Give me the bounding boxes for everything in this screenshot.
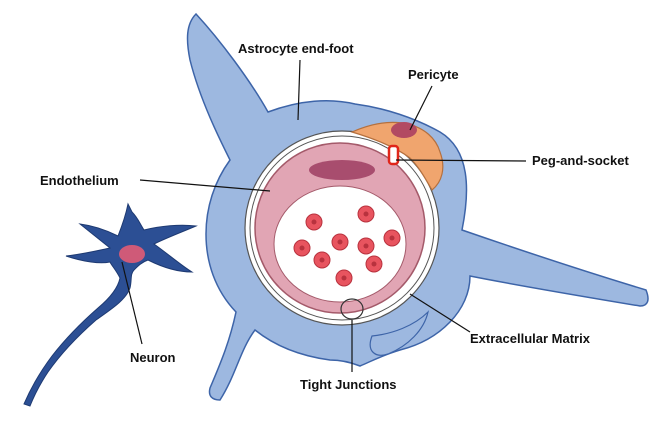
red-blood-cell [384,230,400,246]
peg-and-socket [389,146,398,164]
red-blood-cell [314,252,330,268]
label-peg-and-socket: Peg-and-socket [532,153,629,168]
label-extracellular-matrix: Extracellular Matrix [470,331,591,346]
red-blood-cell [294,240,310,256]
neuron [24,204,196,406]
red-blood-cell [336,270,352,286]
red-blood-cell [358,206,374,222]
red-blood-cell [366,256,382,272]
label-astrocyte-end-foot: Astrocyte end-foot [238,41,354,56]
endothelial-nucleus [309,160,375,180]
label-pericyte: Pericyte [408,67,459,82]
label-endothelium: Endothelium [40,173,119,188]
red-blood-cell [306,214,322,230]
label-neuron: Neuron [130,350,176,365]
neuron-nucleus [119,245,145,263]
label-tight-junctions: Tight Junctions [300,377,397,392]
red-blood-cell [358,238,374,254]
red-blood-cell [332,234,348,250]
